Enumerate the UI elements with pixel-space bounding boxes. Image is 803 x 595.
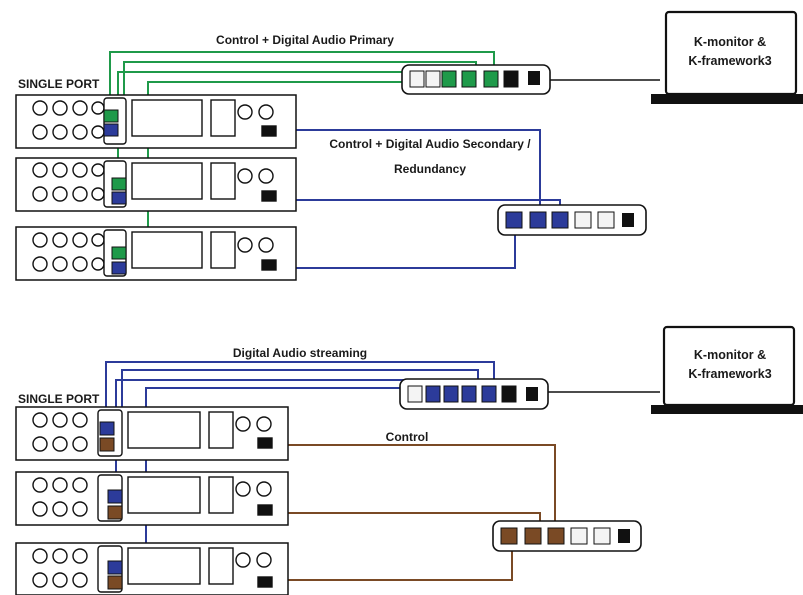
control-cable-label: Control: [386, 430, 429, 444]
network-switch-icon: [497, 204, 647, 236]
laptop-icon: [651, 10, 803, 104]
network-switch-icon: [399, 378, 549, 410]
secondary-cable-label-line1: Control + Digital Audio Secondary /: [329, 137, 531, 151]
laptop-label-line1: K-monitor &: [694, 35, 766, 49]
audio-cable-label: Digital Audio streaming: [233, 346, 367, 360]
laptop-label-line2: K-framework3: [688, 54, 771, 68]
network-switch-icon: [401, 64, 551, 95]
primary-cable-label: Control + Digital Audio Primary: [216, 33, 394, 47]
top-diagram: K-monitor & K-framework3: [15, 10, 803, 281]
rack-details-bottom: [32, 409, 273, 593]
laptop-label-line2: K-framework3: [688, 367, 771, 381]
network-switch-icon: [492, 520, 642, 552]
secondary-cable-label-line2: Redundancy: [394, 162, 466, 176]
laptop-label-line1: K-monitor &: [694, 348, 766, 362]
bottom-diagram: K-monitor & K-framework3: [15, 325, 803, 595]
ethernet-port-icon: [103, 109, 127, 275]
single-port-label: SINGLE PORT: [18, 392, 100, 406]
rack-details-top: [32, 97, 277, 277]
single-port-label: SINGLE PORT: [18, 77, 100, 91]
ethernet-port-icon: [99, 421, 123, 590]
laptop-icon: [651, 325, 803, 414]
